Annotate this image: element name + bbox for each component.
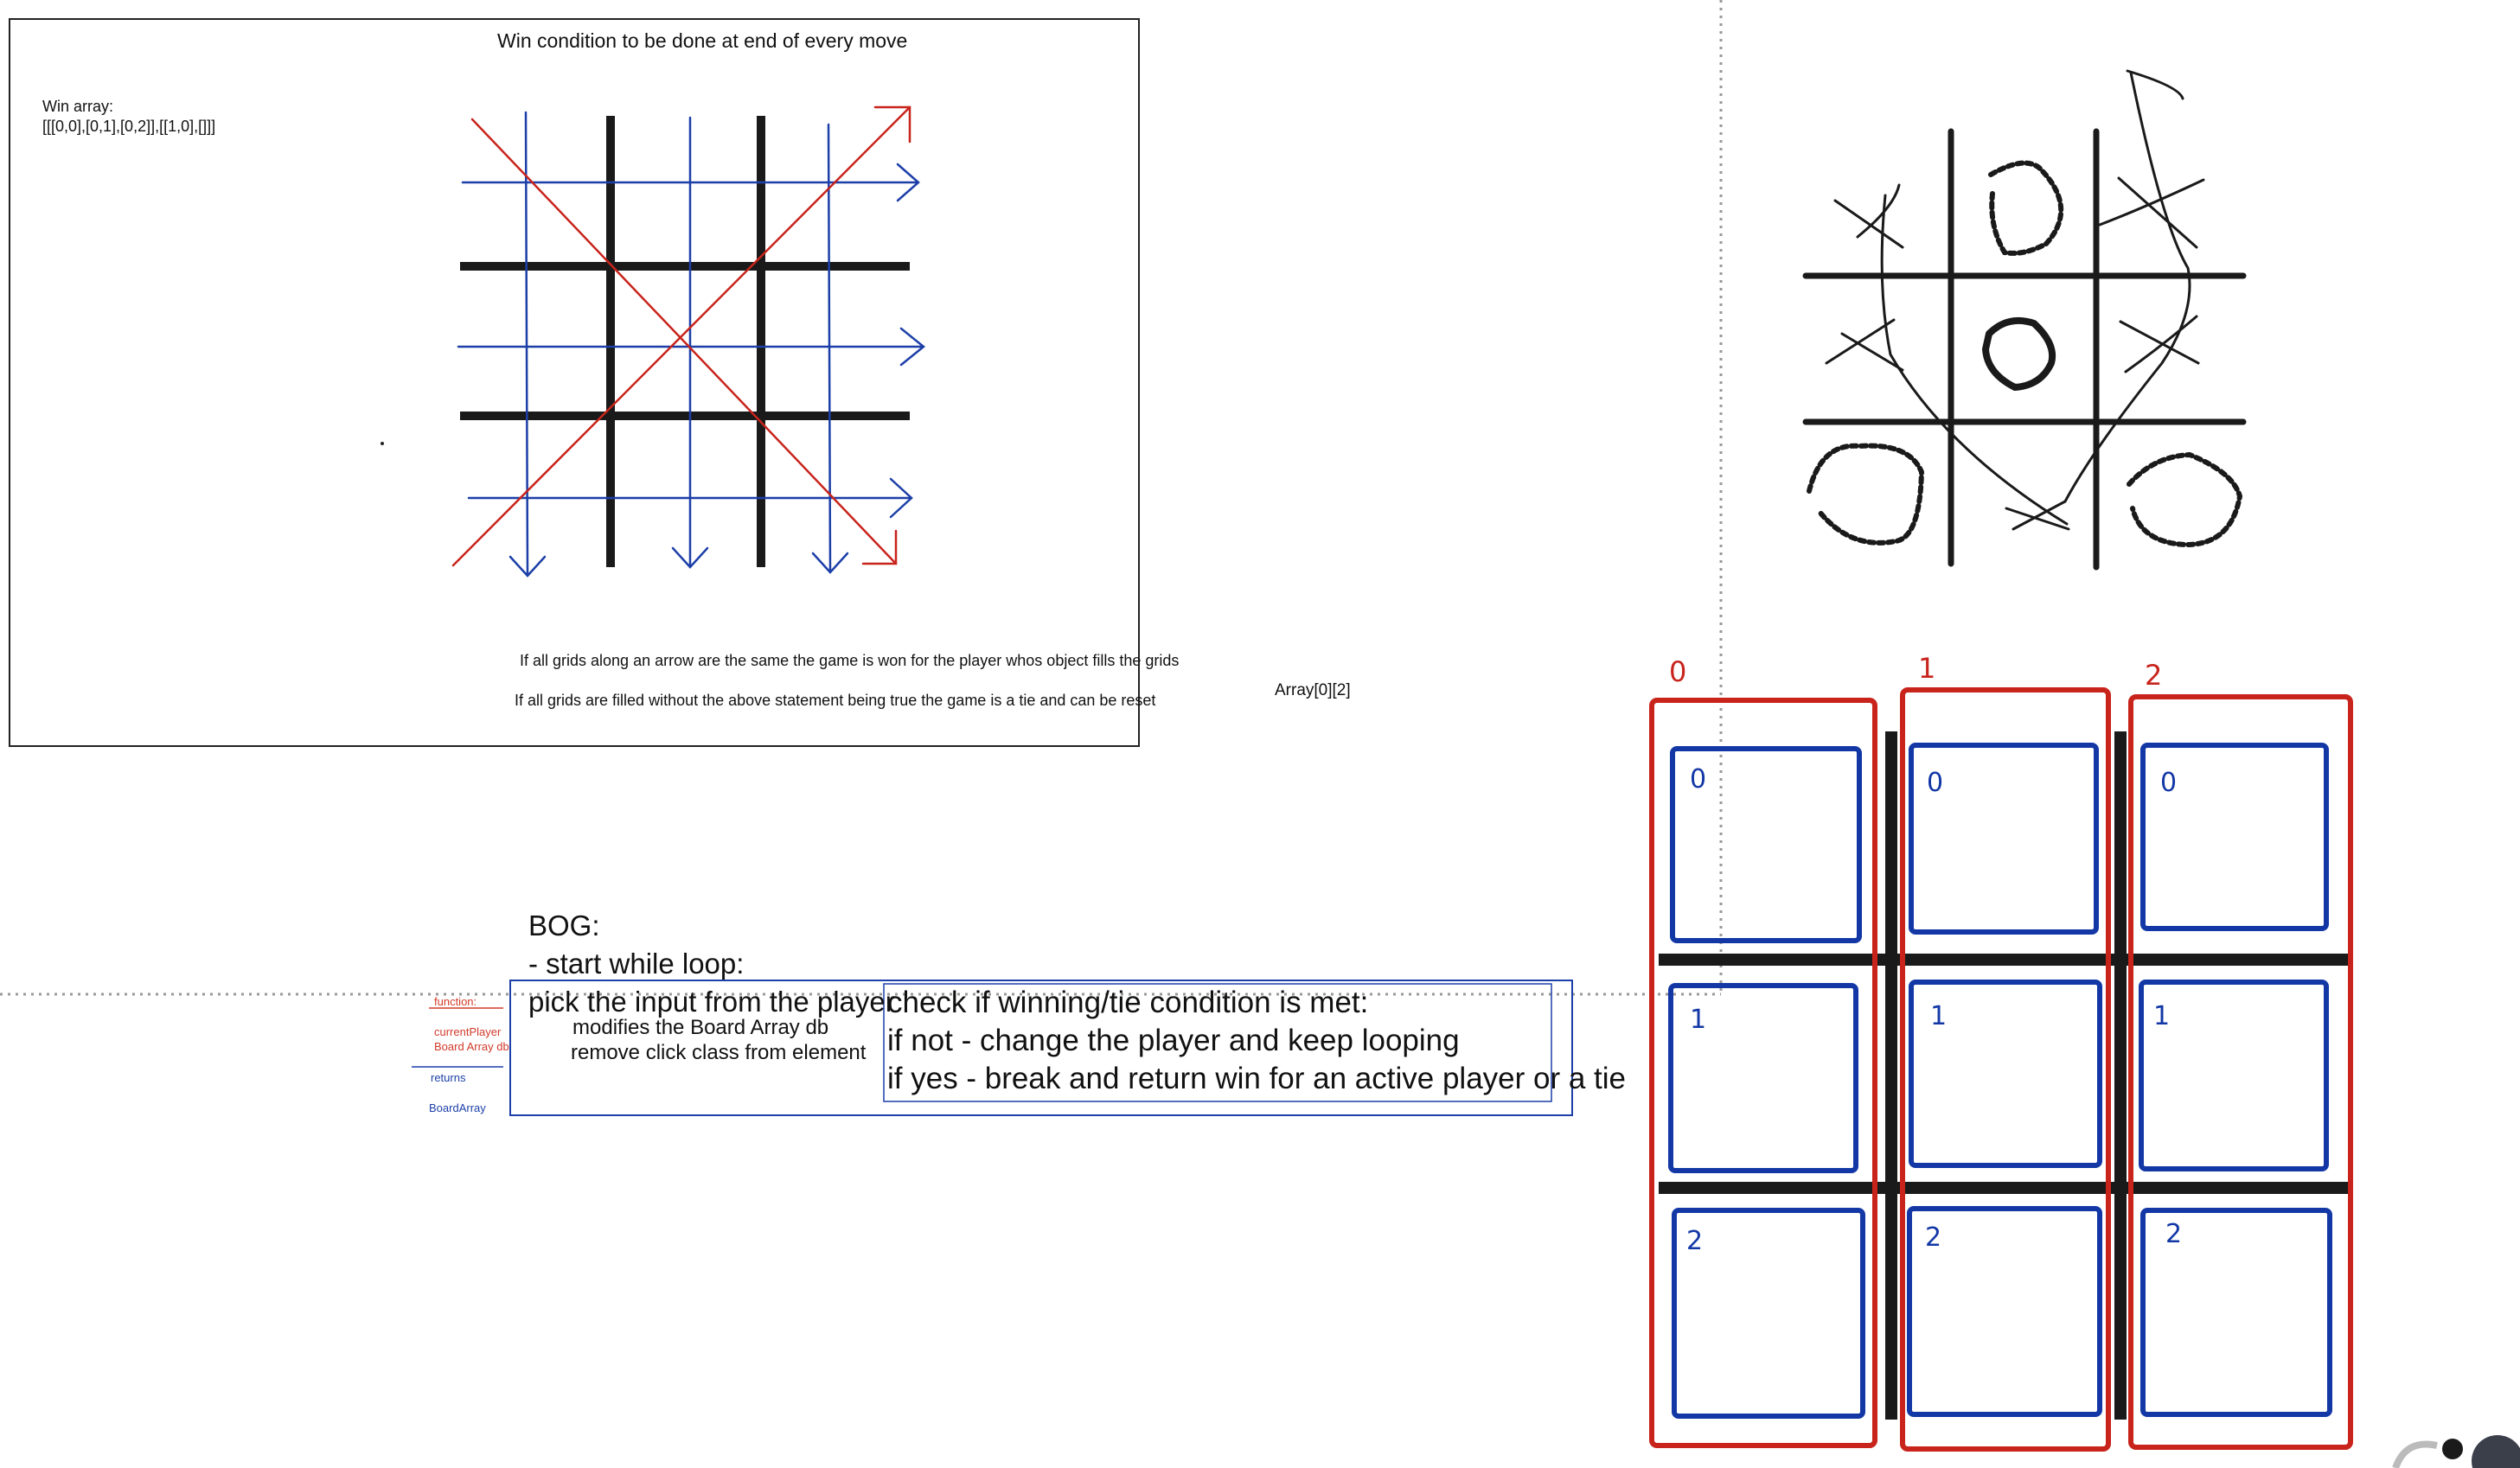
cell-row-index-2-1: 1 — [2153, 1001, 2171, 1031]
param-current-player: currentPlayer — [434, 1025, 502, 1038]
cell-row-index-0-0: 0 — [1690, 764, 1707, 795]
array-label: Array[0][2] — [1275, 681, 1351, 699]
column-arrows — [508, 111, 849, 578]
bog-modifies-line: modifies the Board Array db — [572, 1016, 829, 1039]
cell-row-index-2-2: 2 — [2165, 1219, 2183, 1249]
column-2-box — [2128, 694, 2353, 1450]
returns-value: BoardArray — [429, 1101, 486, 1114]
sketch-board — [1802, 128, 2247, 571]
board-cells — [1668, 743, 2332, 1419]
column-index-0: 0 — [1669, 655, 1687, 688]
check-line-2: if not - change the player and keep loop… — [887, 1024, 1460, 1057]
win-array-value: [[[0,0],[0,1],[0,2]],[[1,0],[]]] — [42, 118, 216, 135]
column-index-1: 1 — [1918, 652, 1936, 685]
win-array-label: Win array: — [42, 98, 114, 115]
bog-title: BOG: — [528, 910, 600, 941]
column-0-box — [1649, 698, 1877, 1448]
bog-pick-line: pick the input from the player — [528, 986, 895, 1018]
sketch-x-marks — [1825, 69, 2205, 531]
check-line-1: check if winning/tie condition is met: — [887, 986, 1369, 1019]
board-columns — [1649, 687, 2353, 1452]
sketch-o-marks — [1807, 160, 2243, 548]
win-frame-border — [9, 18, 1140, 747]
bog-remove-line: remove click class from element — [571, 1041, 867, 1064]
cell-row-index-2-0: 0 — [2160, 768, 2178, 798]
win-frame-title: Win condition to be done at end of every… — [497, 29, 908, 52]
function-label: function: — [434, 995, 477, 1008]
param-board-array: Board Array db — [434, 1040, 509, 1053]
cell-row-index-1-1: 1 — [1930, 1001, 1948, 1031]
avatar-bg — [2472, 1435, 2520, 1468]
cursor-dot — [2442, 1439, 2463, 1459]
cell-row-index-1-0: 0 — [1927, 768, 1944, 798]
column-index-2: 2 — [2145, 659, 2163, 692]
stray-dot — [381, 442, 384, 445]
diagonal-arrows — [451, 105, 911, 567]
bog-loop-line: - start while loop: — [528, 948, 745, 980]
cell-row-index-0-2: 2 — [1686, 1226, 1704, 1256]
check-inner-box — [883, 983, 1552, 1102]
avatar-arc — [2392, 1440, 2438, 1468]
win-note: If all grids along an arrow are the same… — [520, 652, 1180, 669]
check-line-3: if yes - break and return win for an act… — [887, 1062, 1627, 1095]
sketch-o-center — [1982, 317, 2056, 391]
tie-note: If all grids are filled without the abov… — [515, 692, 1156, 709]
column-1-box — [1900, 687, 2111, 1452]
cell-row-index-0-1: 1 — [1690, 1005, 1707, 1035]
bog-outer-box — [509, 980, 1573, 1116]
cell-row-index-1-2: 2 — [1925, 1222, 1942, 1253]
win-grid — [460, 116, 910, 567]
returns-label: returns — [431, 1071, 466, 1084]
board-separators — [1659, 731, 2349, 1420]
